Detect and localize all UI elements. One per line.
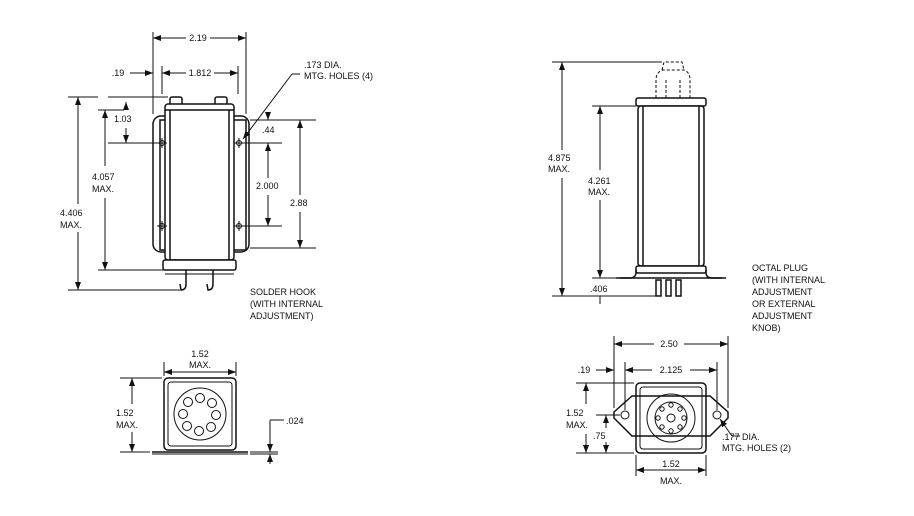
- dim-overall-width: 2.19: [189, 33, 207, 43]
- dim-hole-offset: .44: [262, 125, 275, 135]
- dim-base-offset: .406: [590, 284, 608, 294]
- caption-line-5: ADJUSTMENT: [752, 311, 813, 321]
- pin-icon: [178, 393, 221, 436]
- octal-pin-icon: [655, 279, 682, 297]
- center-key-icon: [666, 413, 676, 423]
- dim-hole-spacing: 2.125: [660, 365, 683, 375]
- relay-can: [637, 105, 705, 267]
- dim-hole-spacing-h: 1.812: [189, 68, 212, 78]
- dim-body-height: 4.057: [92, 172, 115, 182]
- mounting-hole-icon: [620, 410, 630, 420]
- caption-line-6: KNOB): [752, 323, 781, 333]
- side-octal-view: 4.875 MAX. 4.261 MAX. .406 OCTAL PLUG (W…: [548, 61, 825, 333]
- dim-flange-offset: .19: [578, 365, 591, 375]
- mount-holes-label-1: .177 DIA.: [722, 432, 760, 442]
- relay-base: [162, 259, 237, 271]
- socket-circle: [173, 387, 227, 441]
- dim-overall-height: 4.406: [60, 208, 83, 218]
- caption-line-4: OR EXTERNAL: [752, 299, 816, 309]
- dim-height-max: MAX.: [566, 420, 588, 430]
- dim-overall-height-max: MAX.: [548, 164, 570, 174]
- mount-holes-label-1: .173 DIA.: [304, 60, 342, 70]
- dim-width-max: MAX.: [660, 476, 682, 486]
- caption-line-2: (WITH INTERNAL: [250, 299, 323, 309]
- dim-flange-offset: .19: [112, 68, 125, 78]
- dim-body-height-max: MAX.: [92, 184, 114, 194]
- mounting-hole-icon: [712, 410, 722, 420]
- dim-width: 1.52: [191, 349, 209, 359]
- dim-height-max: MAX.: [116, 420, 138, 430]
- caption-line-3: ADJUSTMENT: [752, 287, 813, 297]
- caption-line-2: (WITH INTERNAL: [752, 275, 825, 285]
- dim-overall-width: 2.50: [660, 339, 678, 349]
- dim-overall-height: 4.875: [548, 153, 571, 163]
- base-square: [635, 382, 707, 454]
- dim-width: 1.52: [662, 459, 680, 469]
- dim-flange-thickness: .024: [286, 416, 304, 426]
- dim-hole-spacing-v: 2.000: [256, 181, 279, 191]
- dim-width-max: MAX.: [189, 360, 211, 370]
- bottom-octal-view: 2.50 .19 2.125 1.52 MAX. .75 .177 DIA. M…: [566, 336, 791, 486]
- bottom-solder-view: 1.52 MAX. 1.52 MAX. .024: [116, 349, 304, 464]
- dim-height: 1.52: [116, 408, 134, 418]
- mounting-flange: [613, 395, 729, 437]
- front-solder-view: 2.19 .19 1.812 .173 DIA. MTG. HOLES (4) …: [60, 32, 373, 321]
- mounting-hole-icon: [157, 138, 244, 231]
- caption-line-3: ADJUSTMENT): [250, 311, 314, 321]
- octal-socket: [646, 393, 696, 443]
- solder-hook-right: [206, 270, 214, 291]
- pin-icon: [655, 402, 687, 434]
- top-cap: [635, 97, 707, 107]
- dim-overall-height-max: MAX.: [60, 220, 82, 230]
- dim-hole-offset: .75: [593, 431, 606, 441]
- caption-line-1: OCTAL PLUG: [752, 263, 808, 273]
- relay-can: [164, 103, 235, 261]
- caption-line-1: SOLDER HOOK: [250, 287, 316, 297]
- dim-body-height: 4.261: [588, 176, 611, 186]
- base-square: [163, 377, 237, 451]
- solder-hook-left: [179, 270, 187, 291]
- dim-height: 1.52: [566, 408, 584, 418]
- mount-holes-label-2: MTG. HOLES (2): [722, 443, 791, 453]
- dim-flange-height: 2.88: [290, 198, 308, 208]
- mount-holes-label-2: MTG. HOLES (4): [304, 71, 373, 81]
- adjustment-knob-icon: [655, 69, 691, 98]
- dim-top-offset: 1.03: [114, 114, 132, 124]
- dim-body-height-max: MAX.: [588, 187, 610, 197]
